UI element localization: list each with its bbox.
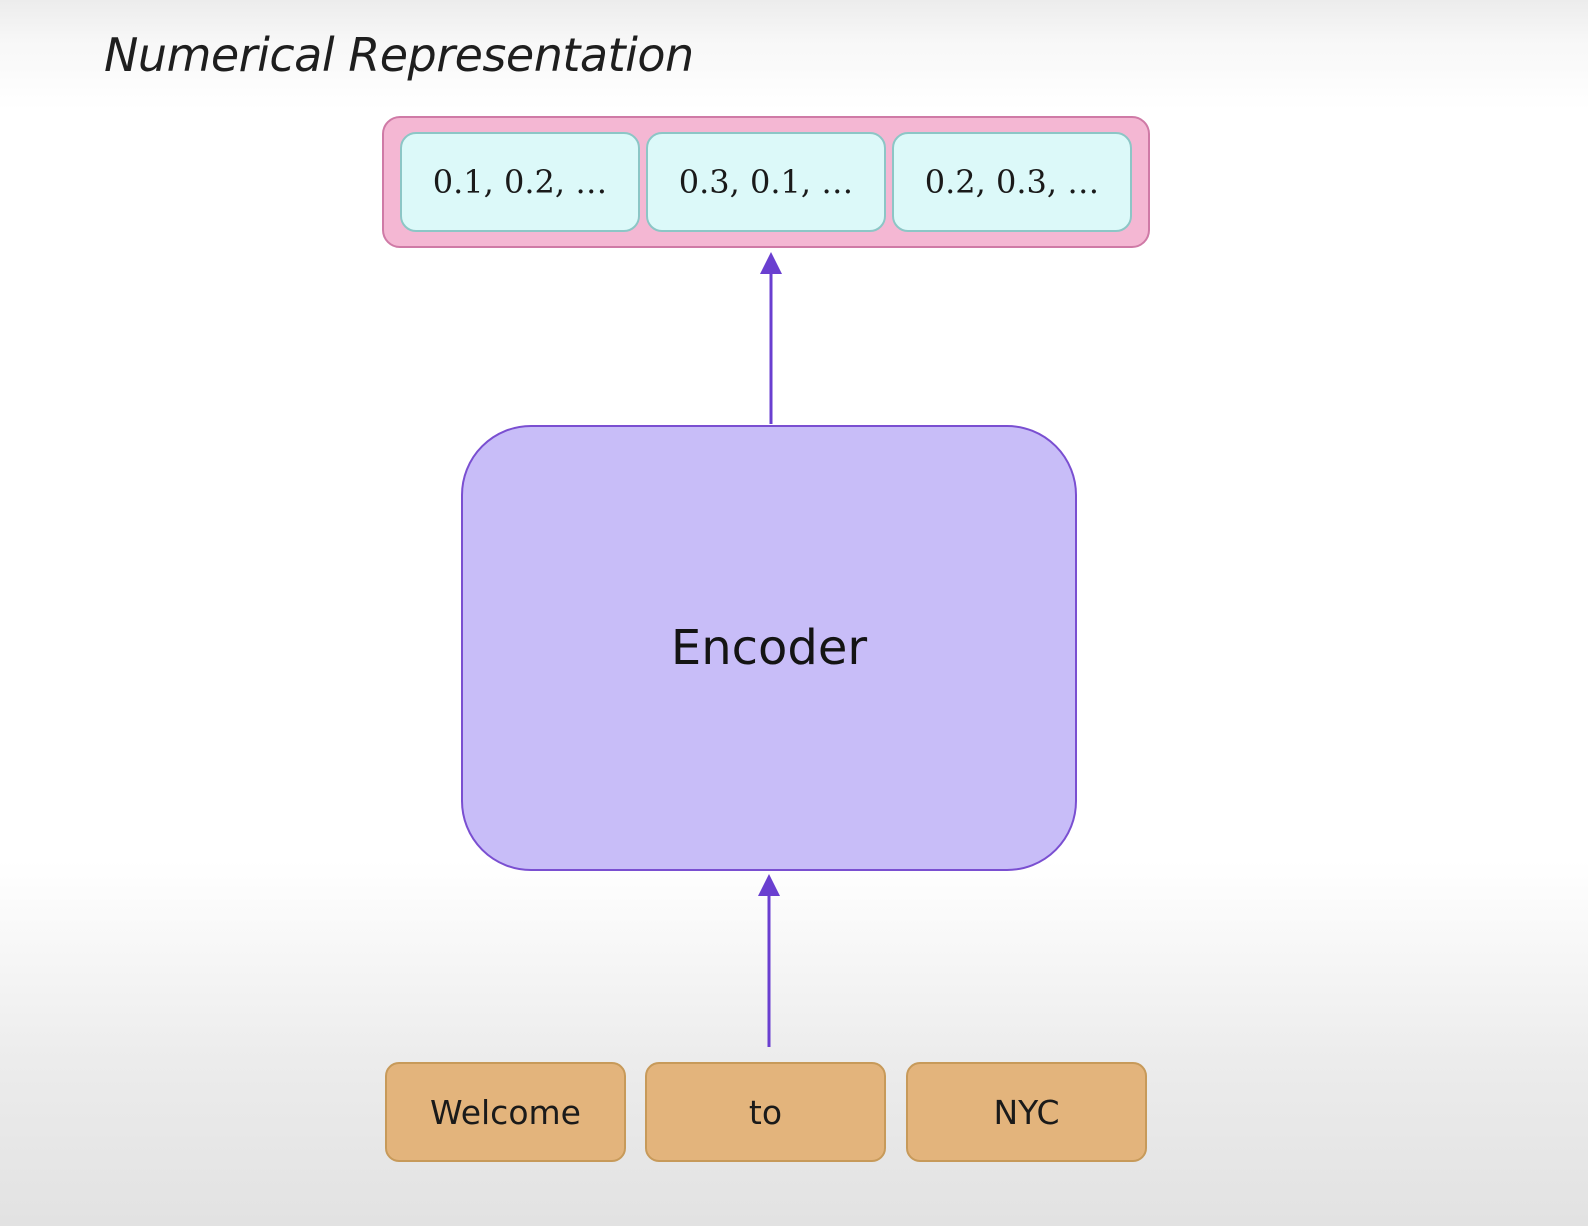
encoder-label: Encoder xyxy=(670,620,868,676)
output-vector-to: 0.3, 0.1, … xyxy=(646,132,886,232)
arrow-encoder-to-output xyxy=(760,252,782,424)
output-vector-nyc: 0.2, 0.3, … xyxy=(892,132,1132,232)
arrow-tokens-to-encoder xyxy=(758,874,780,1047)
input-token-to: to xyxy=(645,1062,886,1162)
input-token-welcome: Welcome xyxy=(385,1062,626,1162)
output-vector-welcome: 0.1, 0.2, … xyxy=(400,132,640,232)
input-token-nyc: NYC xyxy=(906,1062,1147,1162)
diagram-title: Numerical Representation xyxy=(104,28,694,82)
encoder-block: Encoder xyxy=(461,425,1077,871)
